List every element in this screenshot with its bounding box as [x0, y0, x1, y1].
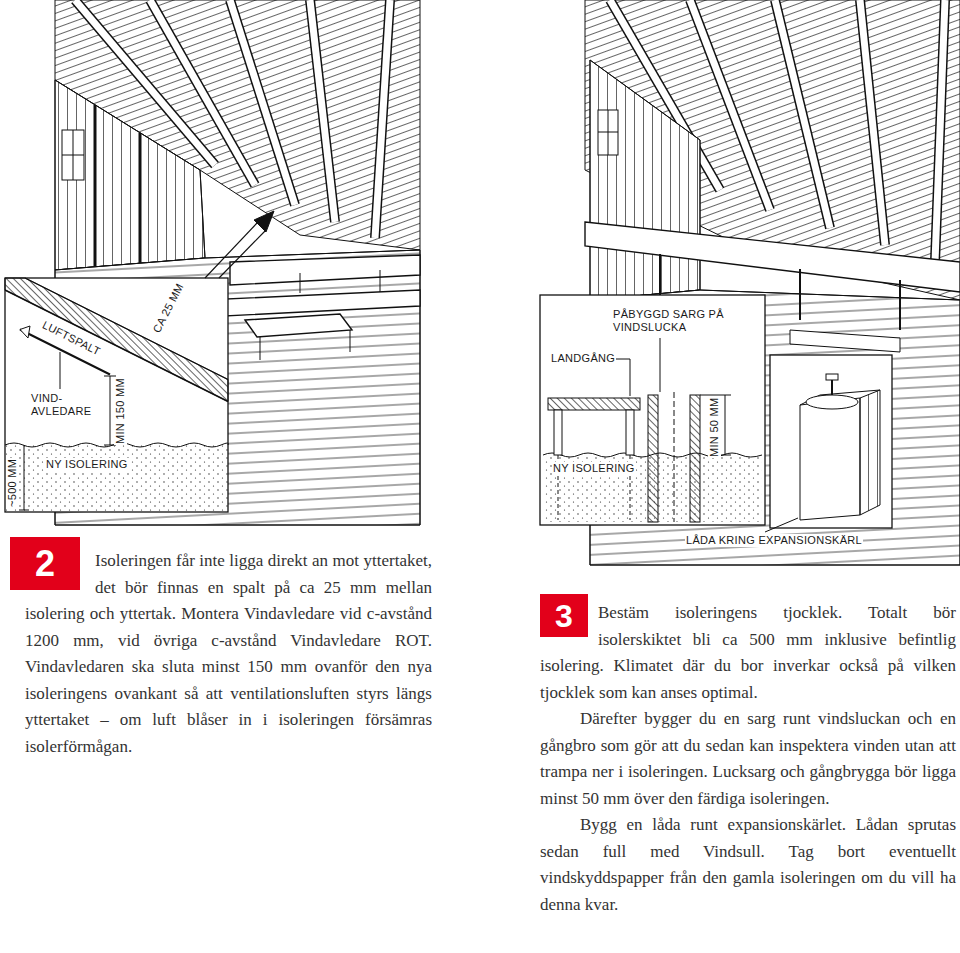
right-attic-drawing-part — [775, 0, 830, 228]
right-attic-drawing-part — [775, 0, 830, 228]
hatch-and-walkway-inset-part — [725, 395, 726, 455]
hatch-and-walkway-inset-part — [616, 359, 630, 396]
left-attic-drawing-part — [300, 273, 301, 293]
hatch-and-walkway-inset-part — [660, 338, 661, 392]
left-attic-drawing-part — [260, 337, 261, 360]
right-attic-drawing-part — [799, 269, 801, 320]
right-attic-drawing-part — [598, 110, 618, 155]
float-spacer — [540, 600, 598, 650]
dimension-label: ~500 MM — [6, 458, 19, 508]
expansion-tank-inset-part — [765, 518, 798, 532]
part-label: LÅDA KRING EXPANSIONSKÄRL — [685, 534, 863, 547]
left-attic-drawing-part — [205, 290, 420, 317]
step-number: 3 — [555, 600, 573, 632]
right-attic-drawing-part — [690, 0, 770, 210]
right-attic-drawing-part — [899, 280, 901, 330]
left-attic-drawing-part — [62, 130, 84, 180]
eave-detail-inset-part — [24, 445, 25, 510]
eave-detail-inset-part — [25, 278, 228, 380]
right-attic-drawing-part — [598, 132, 618, 133]
expansion-tank-inset — [765, 355, 892, 532]
right-attic-drawing-part — [935, 0, 945, 262]
left-attic-drawing-part — [245, 314, 352, 337]
left-attic-drawing-part — [55, 80, 205, 270]
hatch-and-walkway-inset-part — [700, 395, 731, 396]
right-attic-drawing-part — [590, 60, 700, 300]
dimension-label: MIN 50 MM — [708, 396, 721, 458]
left-attic-drawing-part — [350, 330, 351, 352]
text-column: Isoleringen får inte ligga direkt an mot… — [25, 548, 432, 760]
hatch-and-walkway-inset-part — [554, 410, 562, 455]
expansion-tank-inset-part — [826, 374, 838, 380]
left-attic-drawing-part-part — [230, 0, 295, 205]
part-label: NY ISOLERING — [45, 458, 129, 471]
expansion-tank-inset-part — [806, 395, 858, 409]
right-attic-drawing-part — [585, 222, 960, 292]
left-attic-drawing-part-part — [375, 0, 390, 238]
body-paragraph: Bygg en låda runt expansionskärlet. Låda… — [540, 812, 956, 918]
body-paragraph: Därefter bygger du en sarg runt vindsluc… — [540, 706, 956, 812]
body-paragraph: Bestäm isoleringens tjocklek. Totalt bör… — [540, 600, 956, 706]
part-label: PÅBYGGD SARG PÅ VINDSLUCKA — [612, 308, 739, 334]
hatch-and-walkway-inset-part — [690, 395, 700, 522]
hatch-and-walkway-inset-part — [674, 392, 675, 522]
eave-detail-inset — [5, 211, 274, 512]
eave-detail-inset-part — [20, 326, 30, 338]
eave-detail-inset-part — [19, 510, 29, 511]
right-attic-drawing-part — [860, 0, 885, 245]
hatch-and-walkway-inset — [540, 295, 765, 525]
left-attic-drawing-part-part — [375, 0, 390, 238]
hatch-and-walkway-inset-part — [540, 295, 765, 525]
right-attic-drawing-part — [935, 0, 945, 262]
left-attic-drawing-part-part — [310, 0, 335, 222]
part-label: LANDGÅNG — [550, 352, 616, 365]
text-column: Bestäm isoleringens tjocklek. Totalt bör… — [540, 600, 956, 918]
left-attic-drawing-part — [62, 155, 84, 156]
part-label: NY ISOLERING — [552, 462, 636, 475]
hatch-and-walkway-inset-part — [648, 395, 658, 522]
part-label: VIND- AVLEDARE — [30, 392, 102, 418]
float-spacer — [25, 548, 95, 596]
expansion-tank-inset-part — [800, 398, 860, 520]
step-number: 2 — [35, 546, 55, 582]
left-attic-drawing-part — [94, 105, 97, 267]
right-attic-drawing-part — [790, 330, 900, 352]
hatch-and-walkway-inset-part — [548, 398, 640, 410]
hatch-and-walkway-inset-part — [626, 410, 634, 455]
expansion-tank-inset-part — [770, 355, 892, 528]
step-number-box: 2 — [10, 537, 80, 590]
eave-detail-inset-part — [5, 278, 228, 512]
eave-detail-inset-part — [60, 352, 61, 389]
eave-detail-inset-part — [254, 211, 274, 232]
left-attic-drawing-part — [230, 255, 420, 285]
body-paragraph: Isoleringen får inte ligga direkt an mot… — [25, 548, 432, 760]
right-attic-drawing-part — [659, 254, 661, 295]
expansion-tank-inset-part — [860, 390, 880, 515]
left-attic-drawing-part — [380, 270, 381, 292]
right-attic-drawing-part — [860, 0, 885, 245]
hatch-and-walkway-inset-part — [720, 455, 731, 456]
dimension-label: MIN 150 MM — [114, 377, 127, 445]
left-attic-drawing-part — [55, 80, 205, 270]
right-attic-drawing-part — [690, 0, 770, 210]
left-attic-drawing-part-part — [230, 0, 295, 205]
eave-detail-inset-part — [219, 230, 266, 278]
expansion-tank-inset-part — [831, 380, 833, 395]
right-attic-drawing-part — [585, 0, 960, 300]
left-attic-drawing-part-part — [310, 0, 335, 222]
right-attic-drawing-part — [590, 60, 700, 300]
step-number-box: 3 — [540, 594, 588, 637]
eave-detail-inset-part — [5, 445, 228, 512]
left-attic-drawing-part — [139, 133, 142, 263]
eave-detail-inset-part — [110, 376, 111, 445]
eave-detail-inset-part — [205, 222, 258, 278]
